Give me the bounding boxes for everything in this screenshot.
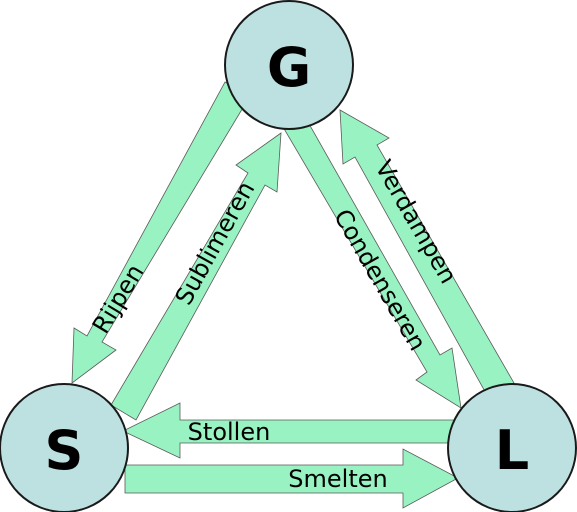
rijpen-label: Rijpen (87, 259, 150, 338)
gas-node (224, 0, 354, 130)
rijpen-arrow (71, 81, 251, 384)
condenseren-arrow (282, 114, 462, 409)
solid-node (0, 383, 129, 512)
smelten-label: Smelten (288, 465, 387, 493)
sublimeren-arrow (110, 132, 282, 421)
smelten-arrow (124, 448, 459, 509)
stollen-arrow (122, 402, 456, 459)
liquid-node (447, 383, 577, 512)
stollen-label: Stollen (188, 418, 271, 446)
solid-label: S (45, 419, 84, 482)
liquid-label: L (495, 419, 529, 482)
gas-label: G (267, 36, 311, 99)
verdampen-arrow (339, 109, 515, 398)
